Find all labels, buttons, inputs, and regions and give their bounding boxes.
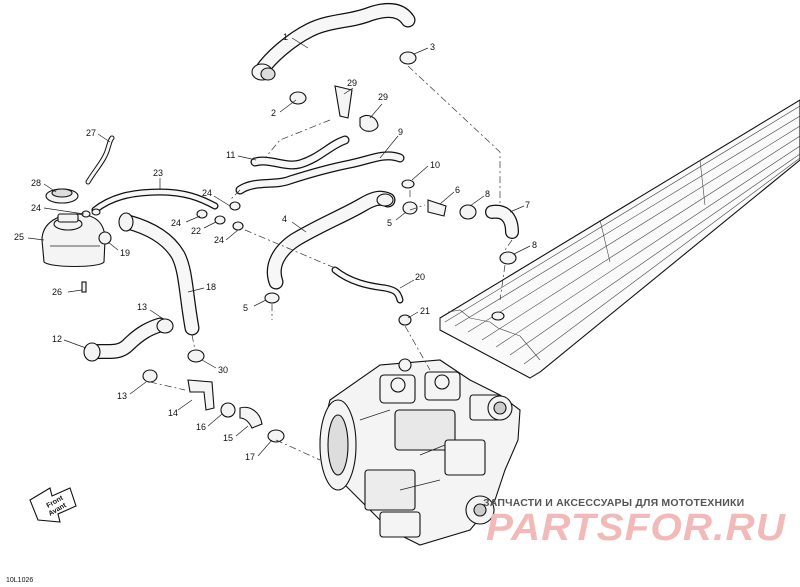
callout-2: 2 — [271, 99, 297, 118]
svg-text:1: 1 — [283, 32, 288, 42]
callout-17: 17 — [245, 439, 273, 462]
svg-text:3: 3 — [430, 42, 435, 52]
svg-text:26: 26 — [52, 287, 62, 297]
svg-text:21: 21 — [420, 306, 430, 316]
svg-text:16: 16 — [196, 422, 206, 432]
watermark-caption: ЗАПЧАСТИ И АКСЕССУАРЫ ДЛЯ МОТОТЕХНИКИ — [483, 497, 744, 509]
callout-30: 30 — [201, 359, 228, 375]
svg-text:5: 5 — [243, 303, 248, 313]
callout-29a: 29 — [343, 78, 357, 95]
hose-12 — [83, 317, 168, 362]
svg-text:24: 24 — [202, 188, 212, 198]
callout-16: 16 — [196, 413, 223, 432]
routing-lines — [149, 65, 513, 461]
svg-text:13: 13 — [137, 302, 147, 312]
svg-text:27: 27 — [86, 128, 96, 138]
svg-text:8: 8 — [532, 240, 537, 250]
hose-18 — [118, 212, 200, 336]
hose-7 — [485, 204, 519, 239]
callout-5a: 5 — [387, 211, 407, 228]
callout-26: 26 — [52, 287, 83, 297]
svg-text:28: 28 — [31, 178, 41, 188]
hose-27 — [85, 135, 115, 185]
callout-3: 3 — [413, 42, 435, 55]
svg-text:2: 2 — [271, 108, 276, 118]
watermark-logo: PARTSFOR.RU — [486, 507, 787, 549]
callout-24a: 24 — [31, 203, 85, 215]
hose-23 — [91, 188, 219, 214]
svg-text:29: 29 — [347, 78, 357, 88]
svg-text:5: 5 — [387, 218, 392, 228]
svg-text:9: 9 — [398, 127, 403, 137]
engine-block — [319, 358, 521, 546]
svg-text:10: 10 — [430, 160, 440, 170]
svg-text:15: 15 — [223, 433, 233, 443]
callout-23: 23 — [153, 168, 163, 190]
svg-text:11: 11 — [226, 150, 235, 160]
callout-10: 10 — [411, 160, 440, 181]
svg-text:14: 14 — [168, 408, 178, 418]
callout-14: 14 — [168, 399, 193, 418]
callout-29b: 29 — [369, 92, 388, 119]
tank-cap — [45, 188, 79, 204]
svg-text:24: 24 — [31, 203, 41, 213]
svg-text:22: 22 — [191, 226, 201, 236]
figure-code: 10L1026 — [6, 577, 33, 584]
svg-text:18: 18 — [206, 282, 216, 292]
callout-6: 6 — [439, 185, 460, 205]
svg-text:12: 12 — [52, 334, 62, 344]
callouts: 1 2 3 29 29 9 11 10 27 23 28 24 24 24 24… — [14, 32, 537, 462]
svg-text:4: 4 — [282, 214, 287, 224]
svg-text:24: 24 — [171, 218, 181, 228]
hose-9 — [235, 151, 405, 195]
callout-13a: 13 — [137, 302, 163, 319]
heat-exchanger-rail — [439, 99, 800, 379]
svg-text:30: 30 — [218, 365, 228, 375]
svg-text:20: 20 — [415, 272, 425, 282]
callout-1: 1 — [283, 32, 309, 49]
svg-text:13: 13 — [117, 391, 127, 401]
svg-text:25: 25 — [14, 232, 24, 242]
callout-19: 19 — [107, 241, 130, 258]
svg-text:8: 8 — [485, 189, 490, 199]
hose-4 — [266, 190, 396, 290]
callout-11: 11 — [226, 150, 257, 161]
callout-8a: 8 — [469, 189, 490, 207]
callout-15: 15 — [223, 425, 249, 443]
hose-20 — [331, 266, 404, 304]
front-arrow: Front Avant — [29, 487, 77, 523]
watermark: ЗАПЧАСТИ И АКСЕССУАРЫ ДЛЯ МОТОТЕХНИКИ PA… — [483, 497, 787, 549]
callout-4: 4 — [282, 214, 307, 233]
svg-text:7: 7 — [525, 200, 530, 210]
callout-20: 20 — [399, 272, 425, 289]
svg-text:24: 24 — [214, 235, 224, 245]
svg-text:19: 19 — [120, 248, 130, 258]
svg-text:6: 6 — [455, 185, 460, 195]
callout-24d: 24 — [214, 229, 239, 245]
callout-8b: 8 — [513, 240, 537, 255]
clamps-and-fittings — [81, 51, 517, 443]
svg-text:29: 29 — [378, 92, 388, 102]
callout-25: 25 — [14, 232, 45, 242]
callout-22: 22 — [191, 221, 217, 236]
callout-28: 28 — [31, 178, 57, 193]
callout-24c: 24 — [171, 215, 201, 228]
callout-12: 12 — [52, 334, 87, 349]
callout-24b: 24 — [202, 188, 231, 207]
hose-11 — [250, 135, 350, 170]
callout-5b: 5 — [243, 299, 267, 313]
svg-text:23: 23 — [153, 168, 163, 178]
callout-18: 18 — [187, 282, 216, 293]
callout-21: 21 — [407, 306, 430, 319]
callout-7: 7 — [509, 200, 530, 213]
callout-27: 27 — [86, 128, 111, 143]
svg-text:17: 17 — [245, 452, 255, 462]
hose-1 — [251, 3, 416, 81]
callout-9: 9 — [379, 127, 403, 159]
expansion-tank — [41, 213, 106, 267]
callout-13b: 13 — [117, 381, 147, 401]
